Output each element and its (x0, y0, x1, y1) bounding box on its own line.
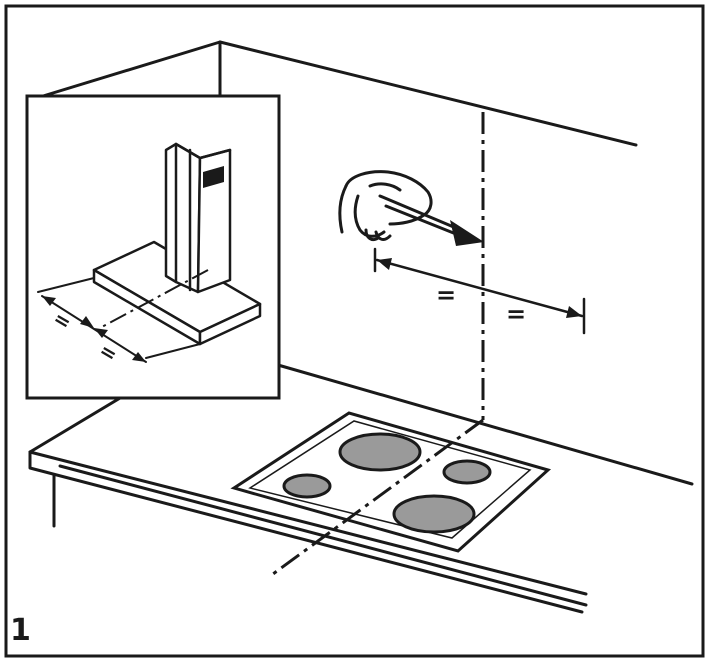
range-hood-icon (92, 142, 262, 346)
inset-center-line (99, 269, 209, 329)
hob (230, 411, 552, 553)
kitchen-wall (28, 40, 694, 486)
hob-zone-small-left (282, 473, 332, 499)
inset-detail: = = (25, 94, 281, 400)
figure-frame (4, 4, 705, 658)
wall-equal-mark-left: = (436, 281, 456, 309)
hand-pencil-icon (338, 170, 484, 246)
hob-zone-large-front (392, 494, 476, 534)
hob-zone-small-right (442, 459, 492, 485)
wall-dimension (373, 247, 586, 335)
wall-equal-mark-right: = (506, 300, 526, 328)
hob-zone-large-back (338, 432, 422, 472)
inset-dimension (37, 277, 201, 363)
hob-center-line (272, 418, 484, 576)
step-number: 1 (10, 613, 31, 648)
